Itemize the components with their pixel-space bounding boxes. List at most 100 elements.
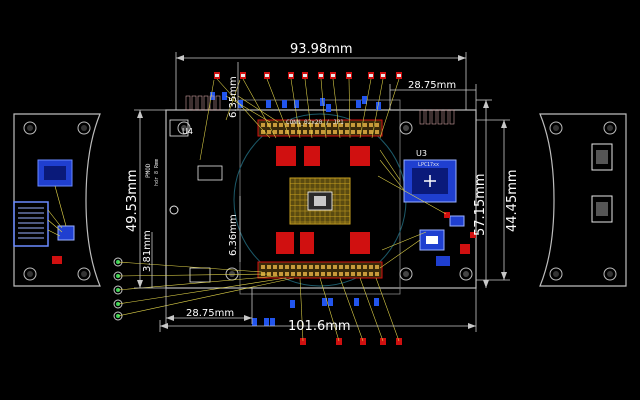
mount-hole: [549, 121, 563, 135]
u3-mcu[interactable]: [403, 159, 457, 203]
red-copper-pads: [276, 146, 370, 254]
mount-hole-center: [81, 125, 87, 131]
dimension-arrowheads: [137, 55, 507, 329]
test-point[interactable]: [300, 338, 306, 345]
left-airwires: [47, 185, 67, 237]
main-board-outline: [165, 109, 477, 289]
top-test-points[interactable]: [210, 72, 402, 112]
airwire: [332, 78, 341, 139]
airwire: [371, 78, 384, 139]
bottom-header-connector[interactable]: [257, 261, 383, 279]
mount-hole: [603, 267, 617, 281]
resistor[interactable]: [191, 95, 197, 111]
center-sensor-block[interactable]: [289, 177, 351, 225]
left-panel-part[interactable]: [13, 113, 101, 287]
header-pin: [285, 265, 289, 269]
header-pin: [345, 123, 349, 127]
header-pin: [321, 123, 325, 127]
header-pin: [327, 272, 331, 276]
mcu-part-label: LPC17xx: [418, 162, 439, 168]
header-pin: [309, 272, 313, 276]
resistor[interactable]: [419, 109, 425, 125]
header-pin: [261, 123, 265, 127]
left-connector[interactable]: [13, 201, 49, 247]
led-footprint[interactable]: [113, 257, 123, 267]
resistor[interactable]: [203, 95, 209, 111]
test-point[interactable]: [336, 338, 342, 345]
airwire: [319, 277, 340, 342]
pmod-label: PMOD: [145, 163, 152, 178]
airwire-ratsnest: [117, 78, 447, 342]
header-pin: [339, 272, 343, 276]
test-point-pad: [347, 74, 351, 77]
header-pin: [357, 265, 361, 269]
mount-hole-center: [27, 271, 33, 277]
test-point[interactable]: [380, 338, 386, 345]
resistor[interactable]: [425, 109, 431, 125]
mount-hole-center: [607, 125, 613, 131]
left-connector-pins: [18, 207, 44, 239]
bottom-pad: [326, 104, 331, 112]
right-panel-part[interactable]: [539, 113, 627, 287]
bottom-pad: [294, 100, 299, 108]
header-pin: [279, 130, 283, 134]
test-point-pad: [289, 74, 293, 77]
bottom-pad: [374, 298, 379, 306]
right-connector-2[interactable]: [591, 195, 613, 223]
resistor[interactable]: [449, 109, 455, 125]
left-pad: [52, 256, 62, 264]
u4-label: U4: [182, 127, 193, 136]
center-ic-die: [314, 196, 326, 206]
power-section-parts[interactable]: [419, 212, 476, 266]
header-pin: [273, 130, 277, 134]
test-point-pad: [265, 74, 269, 77]
header-pin: [267, 130, 271, 134]
resistor[interactable]: [443, 109, 449, 125]
header-pin: [363, 130, 367, 134]
bottom-pad: [264, 318, 269, 326]
resistor[interactable]: [197, 95, 203, 111]
resistor[interactable]: [215, 95, 221, 111]
pmod-sublabel: hdr 8 Rmm: [154, 159, 160, 186]
airwire: [117, 273, 271, 277]
test-point[interactable]: [360, 338, 366, 345]
header-pin: [327, 130, 331, 134]
bottom-test-points[interactable]: [252, 298, 402, 345]
bottom-pad: [270, 318, 275, 326]
header-pin: [321, 130, 325, 134]
header-pin: [273, 265, 277, 269]
airwire: [299, 277, 304, 342]
header-pin: [357, 272, 361, 276]
mount-hole: [603, 121, 617, 135]
resistor-arrays[interactable]: [185, 95, 455, 125]
header-pin: [369, 265, 373, 269]
left-small-chip[interactable]: [57, 225, 75, 241]
test-point-pad: [397, 74, 401, 77]
led-footprint[interactable]: [113, 299, 123, 309]
dimension-lines: [134, 52, 510, 332]
top-header-connector[interactable]: [257, 119, 383, 137]
header-pin: [297, 272, 301, 276]
header-pin: [345, 272, 349, 276]
resistor[interactable]: [185, 95, 191, 111]
dim-right-height-outer: 44.45mm: [505, 169, 520, 232]
right-connector-1[interactable]: [591, 143, 613, 171]
dim-bottom-left-offset: 28.75mm: [186, 308, 234, 319]
dim-small-vertical: 6.35mm: [228, 76, 239, 118]
test-point[interactable]: [396, 338, 402, 345]
dim-left-height: 49.53mm: [125, 169, 140, 232]
header-pin: [351, 272, 355, 276]
led-footprint[interactable]: [113, 285, 123, 295]
header-pin: [291, 130, 295, 134]
airwire: [199, 79, 215, 161]
header-pin: [345, 265, 349, 269]
left-panel-outline: [13, 113, 101, 287]
resistor[interactable]: [437, 109, 443, 125]
led-footprint[interactable]: [113, 311, 123, 321]
resistor[interactable]: [431, 109, 437, 125]
bottom-pad: [290, 300, 295, 308]
header-pin: [285, 130, 289, 134]
dim-right-height-inner: 57.15mm: [473, 173, 488, 236]
header-pin: [279, 265, 283, 269]
